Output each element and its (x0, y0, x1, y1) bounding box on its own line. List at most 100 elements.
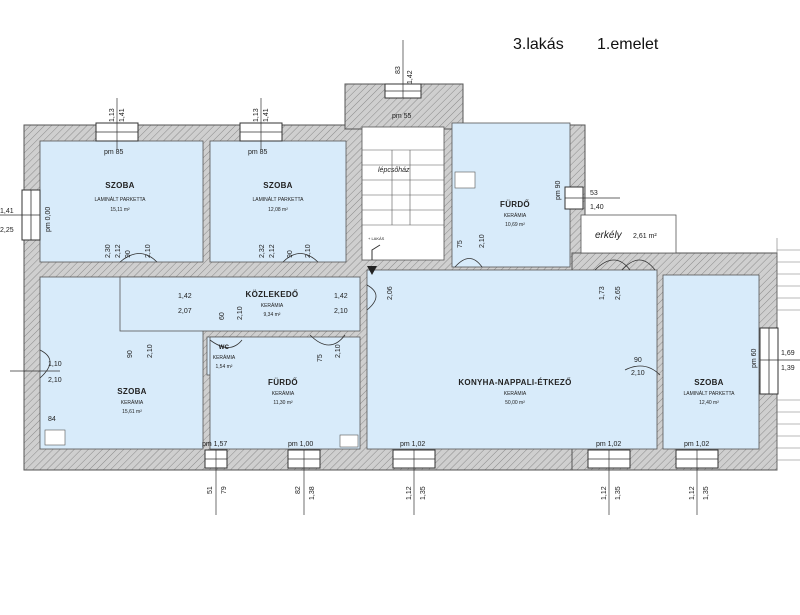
dim-label: 1,42 (178, 293, 192, 300)
room-material: KERÁMIA (504, 390, 527, 397)
balcony (580, 214, 677, 254)
room-material: KERÁMIA (272, 390, 295, 397)
dim-label: 90 (127, 350, 134, 358)
dim-label: pm 60 (751, 348, 758, 368)
dim-label: pm 0,00 (45, 207, 52, 232)
room-area: 15,11 m² (110, 207, 130, 213)
floor-label: 1.emelet (597, 36, 659, 53)
room-name: WC (219, 345, 230, 351)
dim-label: 2,10 (631, 370, 645, 377)
dim-label: 1,41 (263, 108, 270, 122)
dim-label: 2,30 (105, 244, 112, 258)
dim-label: 2,10 (147, 344, 154, 358)
stair-arrow-label: + LAKÁS (368, 236, 385, 241)
dim-label: 2,10 (145, 244, 152, 258)
fixture-icon (339, 434, 359, 448)
room-area: 10,69 m² (505, 222, 525, 228)
dim-label: 1,12 (406, 486, 413, 500)
dim-label: 1,38 (309, 486, 316, 500)
balcony-name: erkély (595, 230, 623, 241)
room-name: KONYHA-NAPPALI-ÉTKEZŐ (458, 378, 571, 387)
door-balcony-right (621, 259, 656, 271)
dim-label: 1,35 (615, 486, 622, 500)
dim-label: 79 (221, 486, 228, 494)
room-name: SZOBA (694, 378, 724, 387)
dim-label: 2,07 (178, 308, 192, 315)
dim-label: 60 (219, 312, 226, 320)
dim-label: pm 85 (104, 149, 124, 156)
dim-label: 2,10 (48, 377, 62, 384)
door-szoba-1 (119, 253, 158, 263)
dim-label: pm 1,00 (288, 441, 313, 448)
door-szoba-3 (39, 349, 51, 379)
room-area: 15,61 m² (122, 409, 142, 415)
room-area: 12,40 m² (699, 400, 719, 406)
dim-label: 1,39 (781, 365, 795, 372)
dim-label: 1,13 (109, 108, 116, 122)
dim-label: 1,12 (601, 486, 608, 500)
dim-label: pm 1,02 (400, 441, 425, 448)
dim-label: 2,12 (115, 244, 122, 258)
dim-label: 90 (125, 250, 132, 258)
room-area: 12,08 m² (268, 207, 288, 213)
room-name: SZOBA (263, 181, 293, 190)
room-material: KERÁMIA (504, 212, 527, 219)
dim-label: 1,10 (48, 361, 62, 368)
dim-label: pm 1,57 (202, 441, 227, 448)
dim-label: 1,41 (0, 208, 14, 215)
room-szoba-4 (662, 274, 760, 450)
dim-label: 2,10 (334, 308, 348, 315)
dim-label: 51 (207, 486, 214, 494)
dim-label: 2,10 (237, 306, 244, 320)
room-area: 11,30 m² (273, 400, 293, 406)
door-wc (209, 339, 243, 348)
room-area: 1,54 m² (216, 364, 233, 370)
room-name: SZOBA (105, 181, 135, 190)
dim-label: 1,42 (407, 70, 414, 84)
dim-label: 83 (395, 66, 402, 74)
room-material: KERÁMIA (261, 302, 284, 309)
boiler-icon (454, 171, 476, 189)
room-material: LAMINÁLT PARKETTA (683, 390, 735, 397)
room-konyha (366, 269, 658, 450)
room-szoba-1 (39, 140, 204, 263)
dim-label: 1,13 (253, 108, 260, 122)
dim-label: pm 90 (555, 180, 562, 200)
dim-label: 75 (457, 240, 464, 248)
dim-label: 2,25 (0, 227, 14, 234)
dim-label: 90 (287, 250, 294, 258)
room-material: KERÁMIA (121, 399, 144, 406)
room-material: LAMINÁLT PARKETTA (252, 196, 304, 203)
dim-label: 82 (295, 486, 302, 494)
room-area: 50,00 m² (505, 400, 525, 406)
dim-label: 1,40 (590, 204, 604, 211)
staircase (361, 126, 445, 261)
dim-label: 90 (634, 357, 642, 364)
door-balcony-left (594, 259, 631, 271)
dim-label: 2,65 (615, 286, 622, 300)
radiator-icon (44, 429, 66, 446)
dim-label: 1,12 (689, 486, 696, 500)
dim-label: 1,73 (599, 286, 606, 300)
dim-label: 2,06 (387, 286, 394, 300)
dim-label: 1,42 (334, 293, 348, 300)
dim-label: 2,32 (259, 244, 266, 258)
door-szoba-4 (624, 365, 661, 376)
apartment-label: 3.lakás (513, 36, 564, 53)
room-furdo-2 (209, 336, 361, 450)
room-name: SZOBA (117, 387, 147, 396)
room-material: LAMINÁLT PARKETTA (94, 196, 146, 203)
room-name: KÖZLEKEDŐ (246, 290, 299, 299)
room-kozlekedo (119, 276, 361, 332)
door-szoba-2 (282, 253, 319, 263)
room-name: FÜRDŐ (500, 200, 530, 209)
balcony-area: 2,61 m² (633, 233, 657, 240)
dim-label: 84 (48, 416, 56, 423)
room-name: FÜRDŐ (268, 378, 298, 387)
door-furdo-1 (454, 258, 483, 268)
door-entrance (366, 284, 377, 311)
dim-label: 1,69 (781, 350, 795, 357)
dim-label: 1,35 (420, 486, 427, 500)
dim-label: pm 55 (392, 113, 412, 120)
